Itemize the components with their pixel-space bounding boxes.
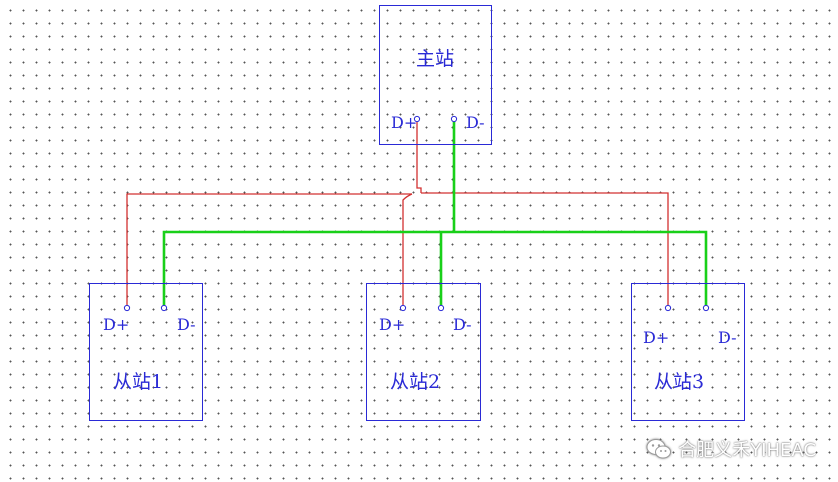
slave2-d-minus-terminal xyxy=(437,304,445,312)
slave3-d-minus-label: D- xyxy=(718,328,737,347)
master-station-box: 主站 D+ D- xyxy=(379,5,492,145)
slave-station-3-box: D+ D- 从站3 xyxy=(631,283,745,421)
slave3-d-plus-terminal xyxy=(664,304,672,312)
slave1-d-minus-terminal xyxy=(160,304,168,312)
slave1-title: 从站1 xyxy=(113,371,164,393)
master-d-plus-terminal xyxy=(413,115,421,123)
slave1-d-plus-terminal xyxy=(123,304,131,312)
master-station-title: 主站 xyxy=(416,48,455,70)
watermark: 合肥义禾YIHEAC xyxy=(646,436,816,462)
master-d-plus-wire xyxy=(416,121,422,193)
d-minus-bus xyxy=(162,230,708,306)
slave2-title: 从站2 xyxy=(390,371,441,393)
slave2-d-plus-label: D+ xyxy=(379,315,406,334)
slave2-d-plus-wire xyxy=(402,193,413,306)
slave3-d-plus-label: D+ xyxy=(643,328,670,347)
slave-station-1-box: D+ D- 从站1 xyxy=(89,283,203,421)
slave-station-2-box: D+ D- 从站2 xyxy=(366,283,481,421)
slave2-d-plus-terminal xyxy=(399,304,407,312)
master-d-minus-terminal xyxy=(450,115,458,123)
d-plus-bus-right xyxy=(421,192,669,306)
slave1-d-plus-label: D+ xyxy=(103,315,130,334)
slave1-d-minus-label: D- xyxy=(177,315,196,334)
slave2-d-minus-label: D- xyxy=(453,315,472,334)
watermark-text: 合肥义禾YIHEAC xyxy=(678,440,816,461)
wechat-icon xyxy=(646,439,672,459)
slave3-title: 从站3 xyxy=(654,371,705,393)
master-d-plus-label: D+ xyxy=(391,113,418,132)
d-plus-bus-left xyxy=(126,193,412,306)
master-d-minus-label: D- xyxy=(466,113,485,132)
slave3-d-minus-terminal xyxy=(702,304,710,312)
